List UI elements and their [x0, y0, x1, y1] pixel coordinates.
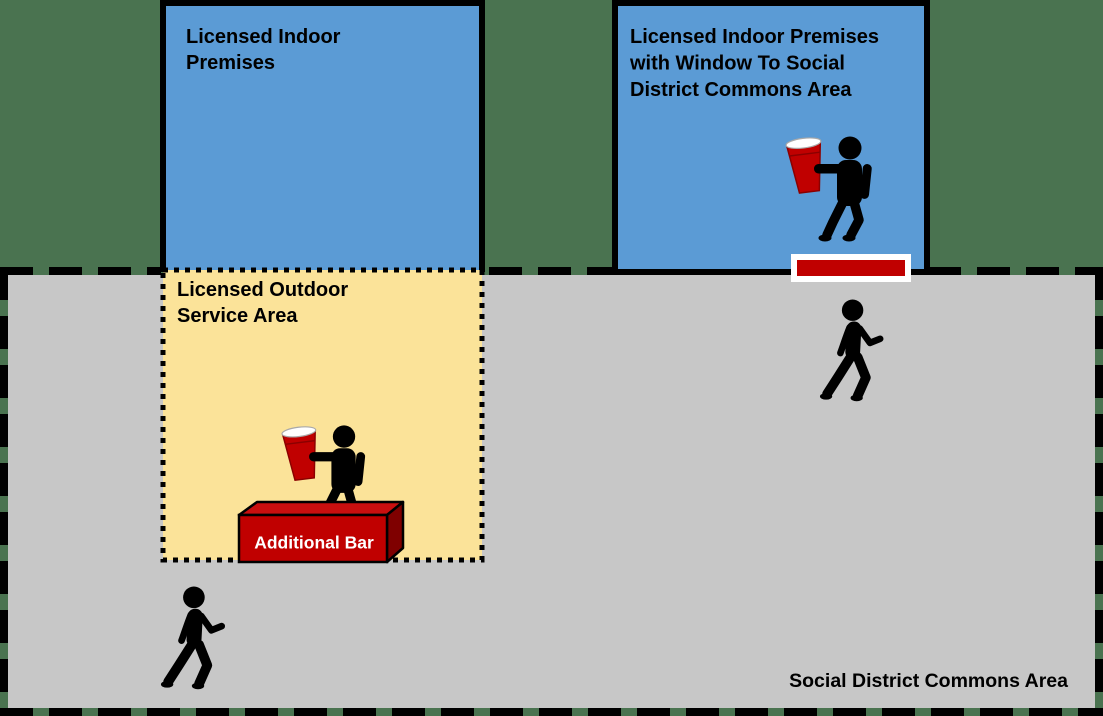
- indoor-right-label-line1: Licensed Indoor Premises: [630, 26, 879, 48]
- outdoor-service-label-line2: Service Area: [177, 305, 298, 327]
- additional-bar-label: Additional Bar: [254, 533, 374, 553]
- indoor-left-label-line2: Premises: [186, 52, 275, 74]
- additional-bar: Additional Bar: [237, 500, 405, 564]
- indoor-left-label-line1: Licensed Indoor: [186, 26, 341, 48]
- indoor-right-label-line2: with Window To Social: [629, 53, 845, 75]
- window-service-counter: [791, 254, 911, 282]
- outdoor-service-label-line1: Licensed Outdoor: [177, 279, 348, 301]
- indoor-right-label-line3: District Commons Area: [630, 79, 852, 101]
- indoor-premises-left-box: [160, 0, 485, 272]
- indoor-premises-right-box: [612, 0, 930, 275]
- commons-dashed-boundary: [0, 267, 1103, 716]
- commons-area-label: Social District Commons Area: [789, 670, 1068, 692]
